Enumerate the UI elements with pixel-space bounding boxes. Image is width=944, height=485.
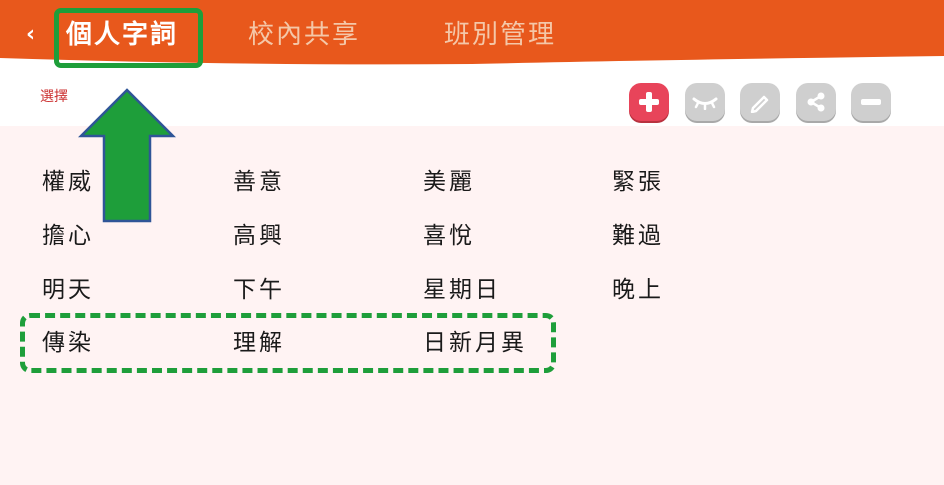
tab-school-shared[interactable]: 校內共享 (248, 20, 361, 50)
word-item[interactable]: 緊張 (612, 169, 664, 195)
word-item[interactable]: 星期日 (423, 277, 501, 303)
header-background (0, 0, 944, 65)
word-item[interactable]: 善意 (233, 169, 285, 195)
word-item[interactable]: 難過 (612, 223, 664, 249)
word-item[interactable]: 理解 (233, 330, 285, 356)
hide-button[interactable] (685, 83, 725, 121)
word-item[interactable]: 權威 (42, 169, 94, 195)
word-item[interactable]: 下午 (233, 277, 285, 303)
remove-button[interactable] (851, 83, 891, 121)
word-item[interactable]: 高興 (233, 223, 285, 249)
select-link[interactable]: 選擇 (40, 89, 68, 105)
toolbar: 選擇 (0, 68, 944, 126)
edit-button[interactable] (740, 83, 780, 121)
word-item[interactable]: 日新月異 (423, 330, 527, 356)
tab-personal-words[interactable]: 個人字詞 (66, 20, 179, 50)
share-icon (807, 92, 825, 112)
edit-icon (750, 95, 769, 113)
hide-icon (692, 97, 718, 110)
word-item[interactable]: 傳染 (42, 330, 94, 356)
word-item[interactable]: 擔心 (42, 223, 94, 249)
word-item[interactable]: 晚上 (612, 277, 664, 303)
top-nav-bar: ‹ 個人字詞 校內共享 班別管理 (0, 0, 944, 68)
word-item[interactable]: 喜悅 (423, 223, 475, 249)
add-icon (639, 92, 659, 112)
share-button[interactable] (796, 83, 836, 121)
add-button[interactable] (629, 83, 669, 121)
tab-class-management[interactable]: 班別管理 (444, 20, 557, 50)
back-chevron-icon[interactable]: ‹ (26, 22, 36, 47)
word-item[interactable]: 美麗 (423, 169, 475, 195)
word-item[interactable]: 明天 (42, 277, 94, 303)
remove-icon (861, 99, 881, 105)
